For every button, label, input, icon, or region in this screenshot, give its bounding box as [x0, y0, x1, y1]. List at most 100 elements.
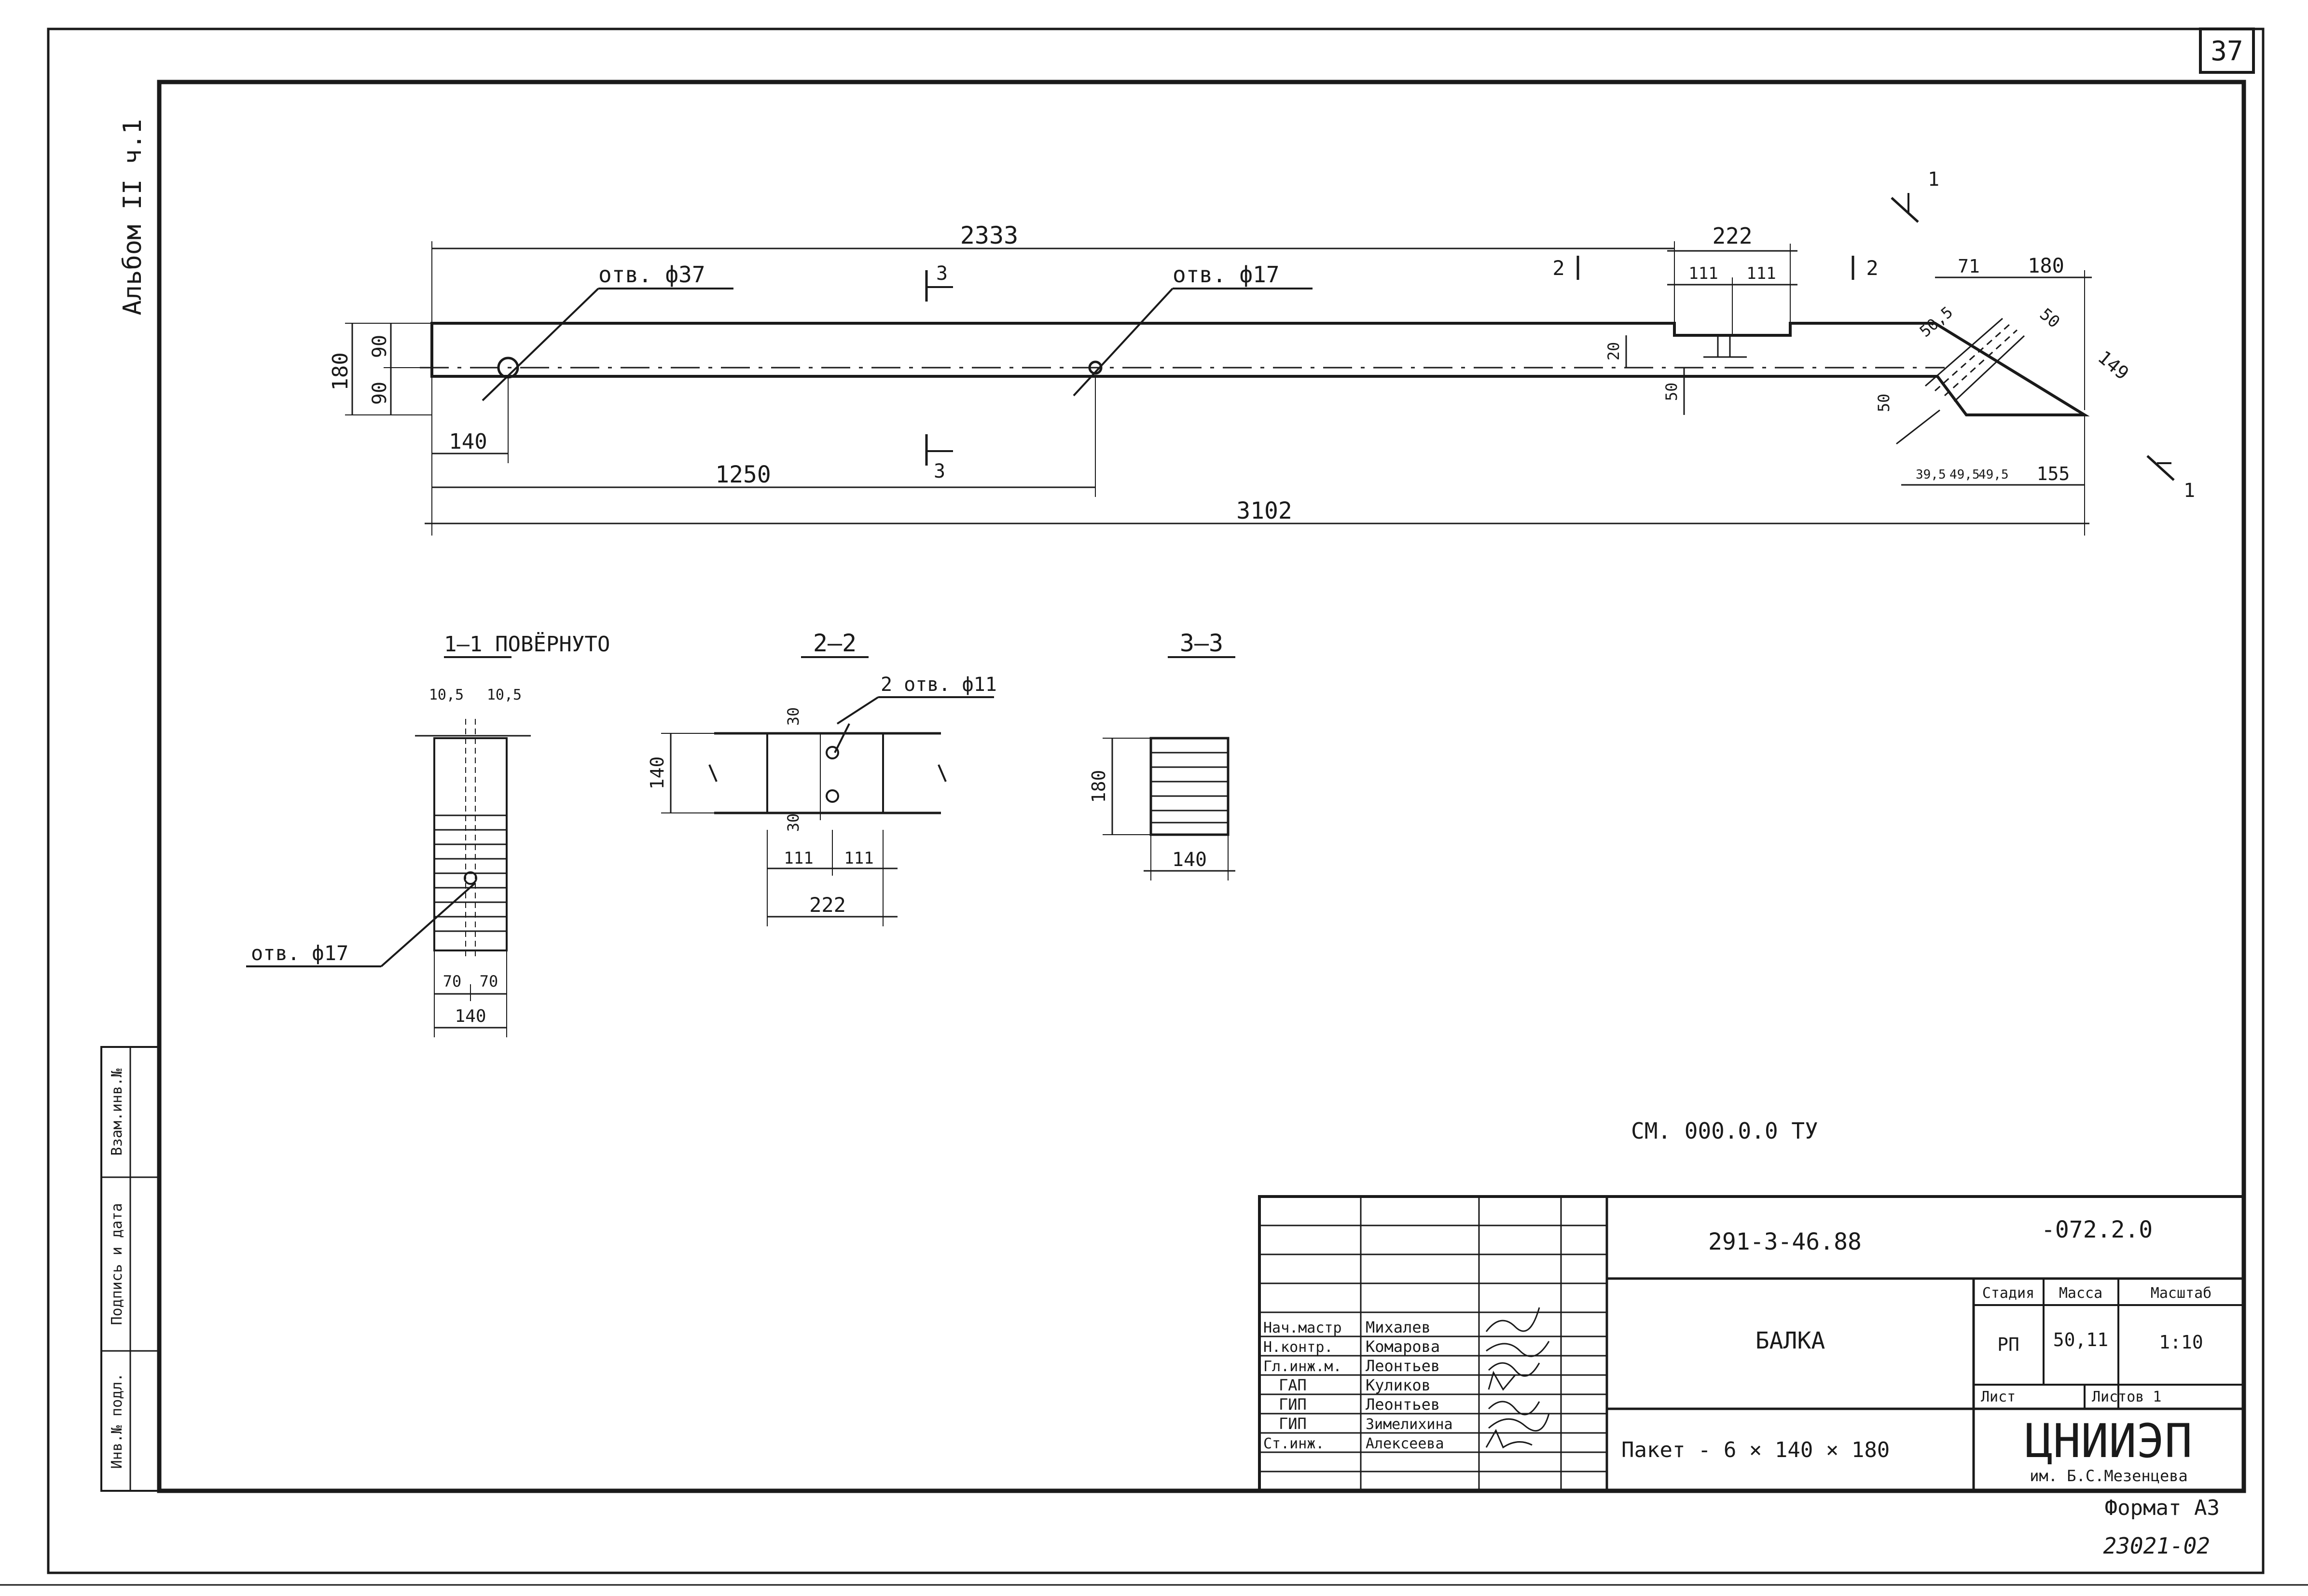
organization-subtitle: им. Б.С.Мезенцева: [2030, 1467, 2188, 1485]
section-2-hole-upper: [826, 746, 839, 759]
break-mark: [708, 764, 718, 782]
end-detail-line: [1944, 329, 2018, 397]
section-2-2: 2—2 2 отв. ф11 140 30 30 111 111 222: [647, 629, 997, 926]
reference-note: СМ. 000.0.0 ТУ: [1631, 1118, 1818, 1144]
section-3-title: 3—3: [1180, 629, 1223, 657]
section-1-dim-bottom-left: 70: [443, 972, 462, 991]
material-description: Пакет - 6 × 140 × 180: [1621, 1438, 1890, 1462]
beam-outline: [430, 322, 2090, 416]
section-2-dim-right: 111: [844, 849, 873, 868]
svg-text:1: 1: [1928, 168, 1939, 191]
dim-notch-to-axis: 50: [1662, 383, 1681, 401]
section-1-1: 1—1 ПОВЁРНУТО 10,5 10,5 70 70 140 отв. ф…: [246, 632, 610, 1037]
section-3-outline: [1149, 737, 1230, 836]
dim-left-offset: 140: [449, 429, 487, 454]
dim-end-diag-a: 50: [2036, 304, 2063, 332]
section-3-dim-width: 140: [1172, 849, 1207, 871]
dim-top-length: 2333: [960, 221, 1018, 249]
section-1-hole: [464, 871, 477, 885]
signature: [1488, 1362, 1540, 1377]
section-2-dim-total: 222: [809, 893, 846, 917]
signature: [1485, 1429, 1533, 1449]
svg-text:1: 1: [2184, 480, 2195, 502]
dim-total-length: 3102: [1236, 497, 1292, 524]
callout-leader: [836, 696, 879, 725]
role-label: ГИП: [1279, 1415, 1307, 1433]
album-label: Альбом II ч.1: [118, 119, 147, 316]
stage-header: Стадия: [1982, 1285, 2034, 1302]
signature: [1488, 1401, 1540, 1416]
section-3-dim-height: 180: [1088, 770, 1109, 803]
item-name: БАЛКА: [1755, 1327, 1825, 1354]
dim-notch-half-left: 111: [1688, 264, 1718, 283]
section-mark-3-top: 3: [925, 262, 953, 302]
scale-header: Масштаб: [2151, 1285, 2211, 1302]
dim-half-lower: 90: [369, 382, 391, 405]
callout-hole-37: отв. ф37: [598, 261, 705, 288]
page-number: 37: [2211, 36, 2243, 67]
end-detail-line: [1925, 317, 2003, 387]
section-1-dim-bottom-right: 70: [480, 972, 498, 991]
role-label: Нач.мастр: [1263, 1320, 1342, 1336]
title-block-frame: [1258, 1195, 2245, 1492]
svg-text:3: 3: [934, 460, 945, 482]
dim-end-lower: 50: [1875, 394, 1893, 413]
dim-end-top-b: 180: [2028, 254, 2064, 277]
dim-half-upper: 90: [369, 335, 391, 358]
role-name: Михалев: [1366, 1318, 1431, 1336]
section-mark-1-top: 1: [1891, 168, 1939, 223]
dim-end-diag-c: 50,5: [1916, 303, 1956, 341]
dim-end-bottom-d: 155: [2037, 463, 2070, 484]
section-2-dim-height: 140: [647, 757, 668, 790]
signature: [1486, 1341, 1550, 1357]
format-label: Формат А3: [2105, 1496, 2220, 1520]
scale-value: 1:10: [2159, 1332, 2203, 1353]
role-label: ГИП: [1279, 1395, 1307, 1414]
organization-name: ЦНИИЭП: [2025, 1414, 2193, 1468]
dim-end-bottom-b: 49,5: [1949, 468, 1980, 482]
role-label: ГАП: [1279, 1376, 1307, 1394]
callout-leader: [380, 882, 476, 967]
section-2-dim-left: 111: [784, 849, 813, 868]
section-1-dim-top-right: 10,5: [487, 687, 522, 703]
end-detail-line: [1935, 323, 2010, 392]
end-detail-line: [1896, 409, 1940, 445]
role-name: Алексеева: [1366, 1435, 1444, 1452]
section-1-dim-width: 140: [455, 1006, 486, 1026]
svg-text:3: 3: [936, 262, 948, 285]
svg-text:2: 2: [1866, 256, 1878, 280]
section-mark-1-bottom: 1: [2146, 455, 2195, 502]
side-stamp: Взам.инв.№ Подпись и дата Инв.№ подл.: [100, 1046, 160, 1492]
main-beam-view: отв. ф37 отв. ф17 2333 1 2 50 140 3102 180…: [328, 168, 2195, 536]
section-mark-2-right: 2: [1852, 256, 1879, 280]
dim-notch-width: 222: [1712, 223, 1752, 249]
page-number-box: [2199, 28, 2255, 74]
svg-text:2: 2: [1552, 256, 1564, 280]
section-2-hole-lower: [826, 789, 839, 803]
section-2-callout: 2 отв. ф11: [881, 674, 997, 696]
role-label: Гл.инж.м.: [1263, 1358, 1342, 1375]
drawing-code: -072.2.0: [2041, 1216, 2153, 1243]
signature: [1488, 1413, 1550, 1431]
dim-end-top-a: 71: [1958, 256, 1980, 277]
role-label: Ст.инж.: [1263, 1435, 1324, 1452]
role-label: Н.контр.: [1263, 1339, 1333, 1356]
section-2-title: 2—2: [813, 629, 857, 657]
section-1-title: 1—1 ПОВЁРНУТО: [444, 632, 610, 657]
section-2-dim-lower: 30: [784, 813, 802, 832]
drawing-frame: [157, 80, 2246, 1493]
side-stamp-replaces: Взам.инв.№: [109, 1069, 125, 1156]
section-2-dim-upper: 30: [784, 707, 802, 726]
callout-hole-17: отв. ф17: [1173, 261, 1280, 288]
role-name: Зимелихина: [1366, 1416, 1453, 1433]
sheets-label: Листов 1: [2092, 1389, 2162, 1405]
dim-end-diag-b: 149: [2094, 346, 2133, 384]
dim-notch-half-right: 111: [1746, 264, 1776, 283]
section-1-callout: отв. ф17: [251, 941, 348, 965]
mass-value: 50,11: [2053, 1329, 2108, 1350]
break-mark: [938, 764, 947, 782]
mass-header: Масса: [2059, 1285, 2102, 1302]
sheet-label: Лист: [1981, 1389, 2016, 1405]
role-name: Леонтьев: [1366, 1357, 1440, 1375]
